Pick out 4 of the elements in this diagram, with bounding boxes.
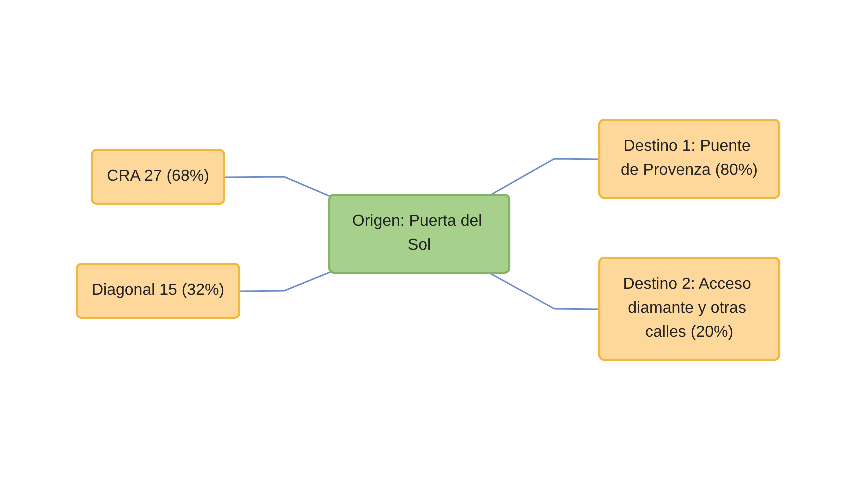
connector — [490, 158, 600, 196]
connector — [224, 176, 332, 198]
connector — [240, 271, 332, 292]
connector — [490, 272, 600, 310]
